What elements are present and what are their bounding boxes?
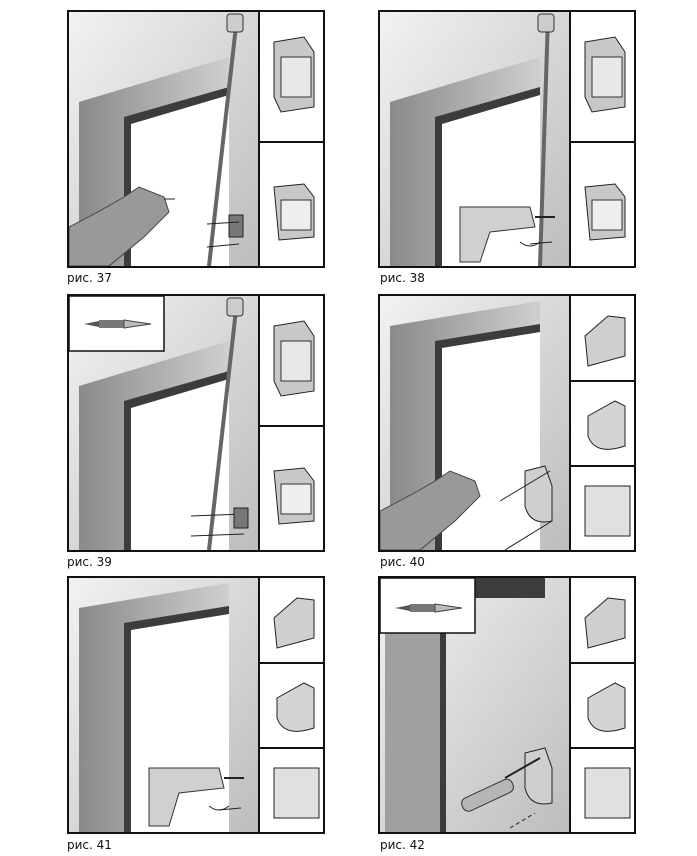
figure-38-panel <box>378 10 636 268</box>
figure-38-caption: рис. 38 <box>380 271 425 285</box>
figure-37-caption: рис. 37 <box>67 271 112 285</box>
illustration-39 <box>69 296 323 550</box>
figure-42-panel <box>378 576 636 834</box>
figure-41-caption: рис. 41 <box>67 838 112 852</box>
illustration-41 <box>69 578 323 832</box>
figure-42-caption: рис. 42 <box>380 838 425 852</box>
figure-40-panel <box>378 294 636 552</box>
illustration-38 <box>380 12 634 266</box>
figure-40-caption: рис. 40 <box>380 555 425 569</box>
figure-37-panel <box>67 10 325 268</box>
illustration-40 <box>380 296 634 550</box>
illustration-42 <box>380 578 634 832</box>
figure-39-panel <box>67 294 325 552</box>
figure-41-panel <box>67 576 325 834</box>
figure-39-caption: рис. 39 <box>67 555 112 569</box>
illustration-37 <box>69 12 323 266</box>
